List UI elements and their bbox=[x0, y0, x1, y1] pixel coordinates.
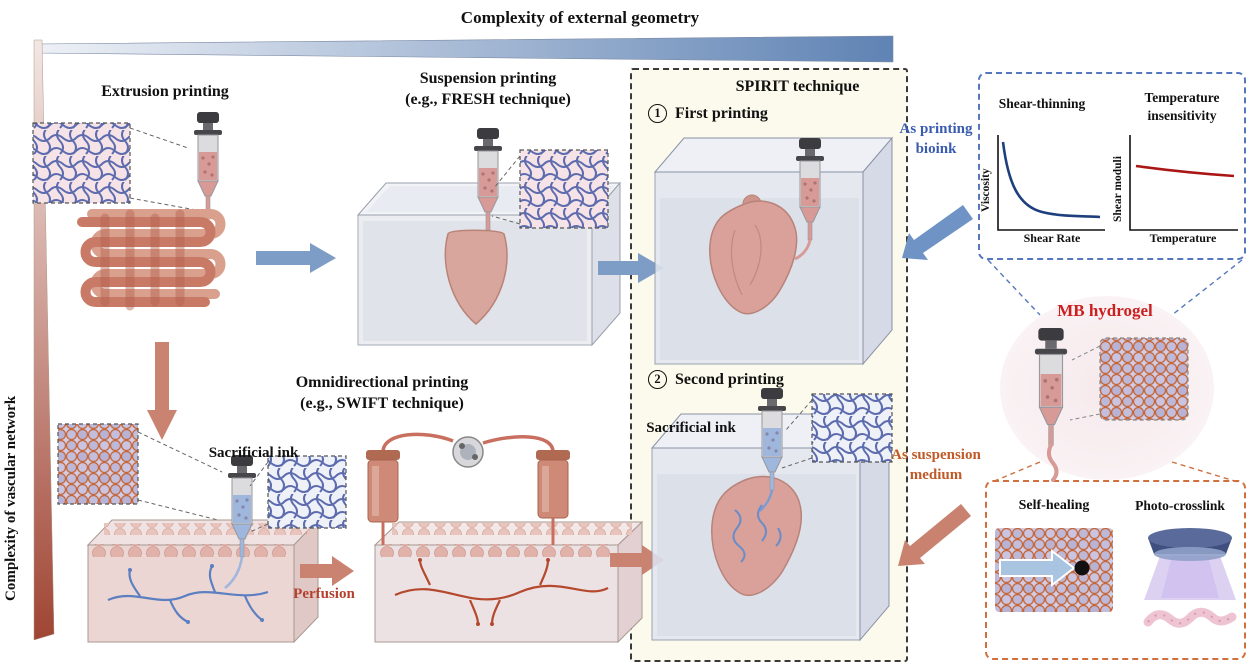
reservoir-cap-right bbox=[536, 450, 570, 460]
omnidirectional-subtitle: (e.g., SWIFT technique) bbox=[300, 394, 464, 412]
omnidirectional-title: Omnidirectional printing bbox=[295, 374, 469, 391]
arrow-as-printing-bioink bbox=[902, 205, 973, 260]
left-axis-wedge bbox=[33, 39, 55, 641]
extrusion-illustration bbox=[32, 111, 226, 311]
reservoir-left bbox=[367, 459, 399, 523]
blue-vascular-network bbox=[107, 565, 269, 623]
step1-badge: 1 bbox=[648, 104, 667, 123]
sacrificial-ink-syringe bbox=[227, 454, 257, 558]
top-axis-label: Complexity of external geometry bbox=[460, 8, 700, 27]
step2-label: Second printing bbox=[675, 370, 784, 388]
as-printing-bioink-label: As printing bioink bbox=[899, 121, 973, 157]
suspension-syringe bbox=[473, 127, 503, 231]
peristaltic-pump bbox=[452, 436, 484, 468]
step1-label: First printing bbox=[675, 104, 768, 122]
temperature-insensitivity-title: Temperature insensitivity bbox=[1144, 90, 1220, 123]
left-axis-label: Complexity of vascular network bbox=[3, 395, 19, 601]
spirit-technique-panel bbox=[630, 68, 908, 662]
arrow-as-suspension-medium bbox=[898, 504, 971, 566]
as-suspension-medium-label: As suspension medium bbox=[891, 447, 981, 483]
red-vascular-network bbox=[394, 559, 609, 625]
suspension-subtitle: (e.g., FRESH technique) bbox=[405, 90, 571, 108]
sacrificial-ink-inset bbox=[267, 455, 347, 529]
reservoir-cap-left bbox=[366, 450, 400, 460]
spirit-step2-row: 2 Second printing bbox=[648, 370, 784, 389]
suspension-title-block: Suspension printing (e.g., FRESH techniq… bbox=[368, 69, 608, 111]
spirit-step1-row: 1 First printing bbox=[648, 104, 768, 123]
shear-rate-axis-label: Shear Rate bbox=[1023, 231, 1081, 245]
extrusion-syringe bbox=[193, 111, 223, 215]
arrow-extrusion-to-sacrificial bbox=[147, 342, 177, 440]
sacrificial-ink-label: Sacrificial ink bbox=[208, 445, 299, 461]
extrusion-ink-inset bbox=[32, 122, 131, 204]
printed-construct bbox=[444, 229, 508, 325]
step2-badge: 2 bbox=[648, 370, 667, 389]
suspension-ink-inset bbox=[519, 149, 609, 229]
suspension-illustration bbox=[356, 127, 622, 347]
top-axis-wedge bbox=[35, 35, 894, 63]
arrow-sacrificial-to-perfusion bbox=[300, 556, 354, 586]
suspension-medium-inset bbox=[57, 423, 139, 505]
temperature-axis-label: Temperature bbox=[1149, 231, 1217, 245]
spirit-sacrificial-ink-label: Sacrificial ink bbox=[646, 420, 736, 436]
suspension-title: Suspension printing bbox=[419, 70, 557, 87]
arrow-extrusion-to-suspension bbox=[256, 243, 336, 273]
extrusion-title: Extrusion printing bbox=[101, 83, 229, 100]
perfusion-label: Perfusion bbox=[293, 586, 355, 602]
mb-hydrogel-ellipse bbox=[1000, 296, 1214, 480]
viscosity-axis-label: Viscosity bbox=[980, 168, 992, 212]
reservoir-right bbox=[537, 459, 569, 519]
omnidirectional-title-block: Omnidirectional printing (e.g., SWIFT te… bbox=[262, 373, 502, 415]
printed-lattice bbox=[77, 209, 226, 311]
shear-moduli-axis-label: Shear moduli bbox=[1112, 156, 1124, 222]
spirit-title: SPIRIT technique bbox=[735, 78, 860, 95]
self-healing-label: Self-healing bbox=[1018, 498, 1090, 513]
mb-hydrogel-label: MB hydrogel bbox=[1057, 301, 1153, 320]
photo-crosslink-label: Photo-crosslink bbox=[1135, 498, 1225, 513]
perfusion-illustration bbox=[366, 432, 644, 644]
shear-thinning-title: Shear-thinning bbox=[998, 96, 1086, 111]
